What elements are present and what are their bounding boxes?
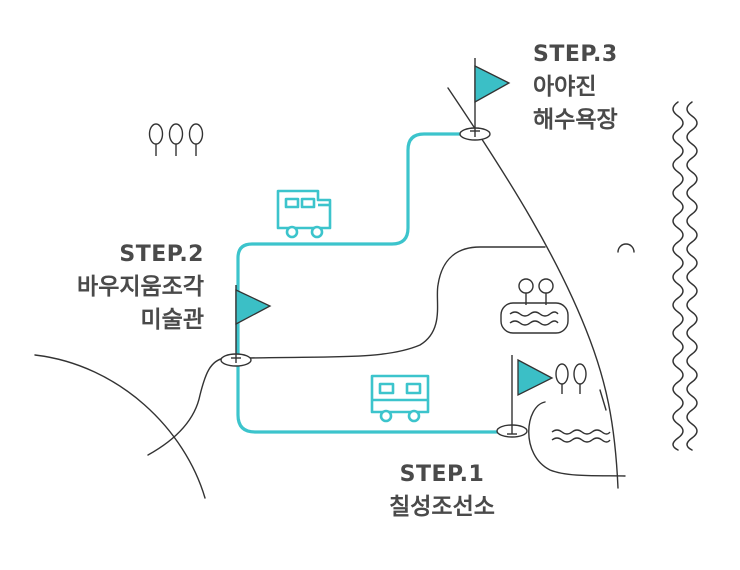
flag-icon — [235, 288, 272, 326]
step3-marker — [459, 58, 511, 141]
pond-icon — [500, 278, 569, 334]
step2-marker — [220, 285, 272, 367]
step3-name-line1: 아야진 — [533, 74, 597, 100]
step1-marker — [496, 355, 554, 438]
step2-label: STEP.2 바우지움조각 미술관 — [77, 238, 204, 337]
step2-name-line2: 미술관 — [140, 307, 204, 333]
step2-title: STEP.2 — [119, 242, 204, 267]
road-middle — [249, 246, 546, 359]
tree-icon — [555, 363, 587, 394]
wave-icon — [509, 320, 559, 326]
step1-label: STEP.1 칠성조선소 — [362, 458, 522, 524]
bump-shape — [617, 243, 635, 253]
step3-label: STEP.3 아야진 해수욕장 — [533, 38, 618, 137]
camper-van-icon — [276, 189, 332, 239]
sea-wave-2 — [686, 101, 698, 451]
wave-icon — [551, 429, 611, 443]
coast-curve — [34, 354, 206, 499]
step1-name-line1: 칠성조선소 — [389, 494, 495, 520]
flag-icon — [517, 358, 554, 397]
road-right-stub — [599, 389, 607, 411]
flag-icon — [474, 64, 511, 104]
wave-icon — [509, 311, 559, 317]
route-line — [236, 132, 514, 434]
step2-name-line1: 바우지움조각 — [77, 274, 204, 300]
coast-line-long — [447, 87, 619, 489]
sea-wave — [672, 101, 684, 451]
map-lines — [34, 87, 698, 499]
road-right — [528, 401, 626, 477]
tree-icon — [148, 123, 204, 156]
step3-title: STEP.3 — [533, 42, 618, 67]
step3-name-line2: 해수욕장 — [533, 107, 618, 133]
camper-van-icon — [370, 374, 430, 423]
step1-title: STEP.1 — [399, 462, 485, 487]
road-left — [147, 357, 226, 456]
